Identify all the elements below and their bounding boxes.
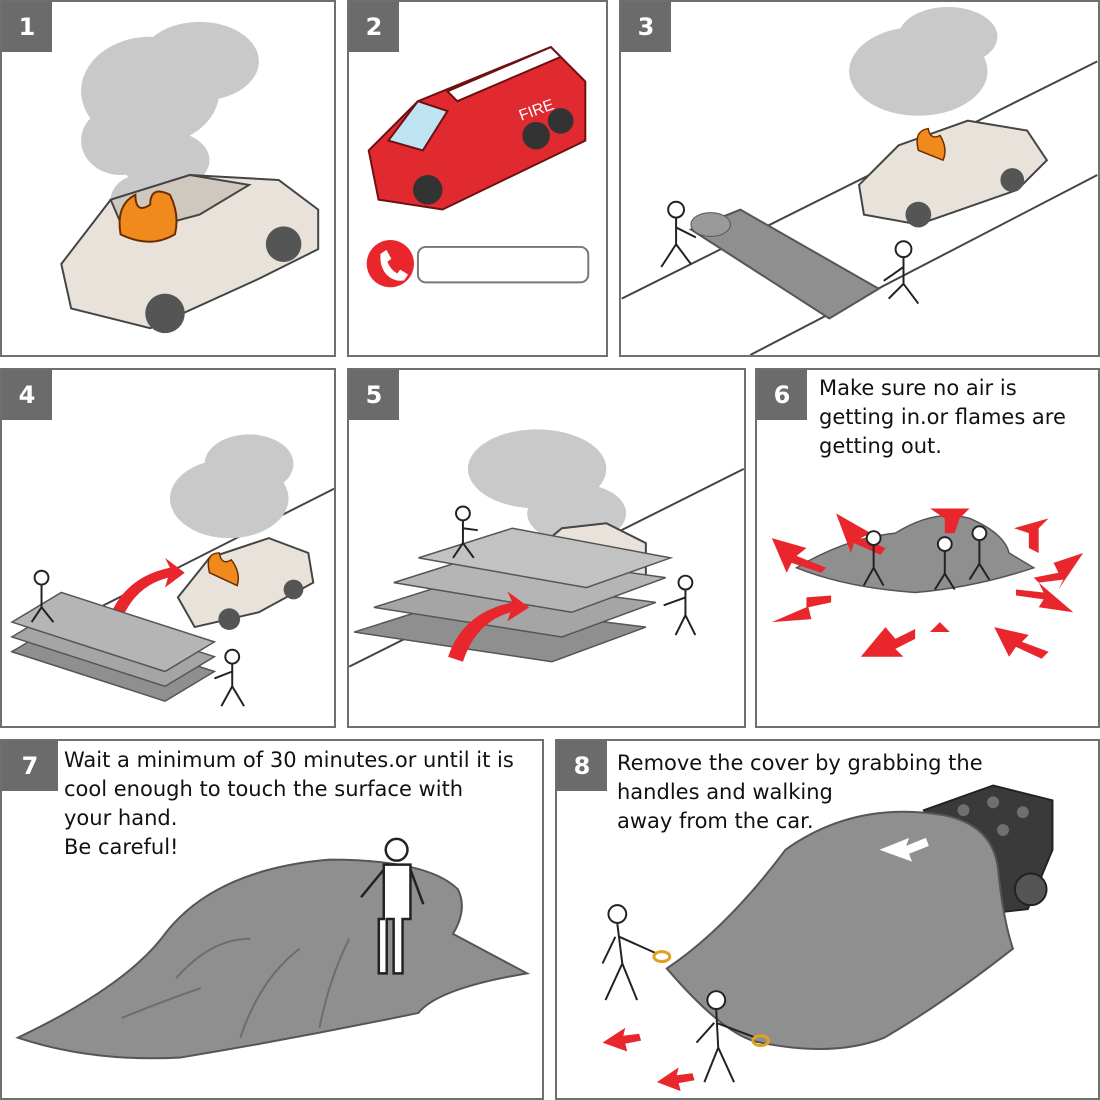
covered-car-blanket	[794, 514, 1036, 594]
roll-blanket-illustration	[621, 6, 1098, 355]
white-direction-arrow	[879, 837, 929, 862]
flame-icon	[916, 127, 946, 162]
red-arrow	[448, 591, 530, 662]
step-number-badge: 4	[2, 370, 52, 420]
person-figure	[660, 200, 697, 268]
red-arrow	[105, 557, 185, 630]
handle-loop	[652, 950, 672, 964]
handle-loop	[751, 1034, 771, 1048]
step-caption: Remove the cover by grabbing the handles…	[617, 751, 983, 833]
flame-icon	[118, 190, 178, 243]
car	[176, 537, 315, 631]
person-figure	[360, 837, 425, 975]
step-panel-7: 7 Wait a minimum of 30 minutes.or until …	[0, 739, 544, 1100]
person-figure	[968, 525, 991, 581]
step-number-badge: 6	[757, 370, 807, 420]
fire-truck	[367, 45, 587, 211]
step-panel-5: 5	[347, 368, 746, 728]
phone-call-icon	[366, 240, 414, 288]
step-number-badge: 1	[2, 2, 52, 52]
car	[60, 174, 320, 334]
burning-car-illustration	[60, 21, 320, 334]
covered-car-blanket	[665, 810, 1015, 1050]
step-panel-1: 1	[0, 0, 336, 357]
cover-car-illustration	[349, 429, 744, 668]
folded-blanket	[10, 591, 217, 702]
step-panel-6: 6 Make sure no air is getting in.or flam…	[755, 368, 1100, 728]
step-panel-2: 2 FIRE	[347, 0, 608, 357]
step-panel-8: 8 Remove the cover by grabbing the handl…	[555, 739, 1100, 1100]
covered-car-blanket	[15, 858, 531, 1060]
person-figure	[862, 530, 885, 587]
person-figure	[30, 569, 55, 623]
step-number-badge: 8	[557, 741, 607, 791]
seal-blanket-illustration	[771, 508, 1084, 659]
person-figure	[883, 240, 920, 305]
step-panel-3: 3	[619, 0, 1100, 357]
smoke-cloud	[81, 21, 259, 225]
person-figure	[663, 574, 697, 636]
person-figure	[214, 648, 245, 707]
smoke-cloud	[849, 6, 998, 116]
flame-icon	[207, 552, 240, 587]
wait-under-cover-illustration	[15, 837, 531, 1060]
step-number-badge: 2	[349, 2, 399, 52]
person-figure	[934, 536, 956, 591]
car	[857, 119, 1049, 228]
step-caption: Make sure no air is getting in.or flames…	[819, 376, 1066, 458]
step-number-badge: 7	[2, 741, 58, 791]
person-figure	[695, 990, 757, 1083]
person-figure	[601, 904, 658, 1001]
person-figure	[452, 505, 478, 559]
step-caption: Wait a minimum of 30 minutes.or until it…	[64, 748, 514, 859]
red-arrow	[656, 1067, 695, 1092]
step-panel-4: 4	[0, 368, 336, 728]
step-number-badge: 3	[621, 2, 671, 52]
phone-number-field	[416, 245, 590, 284]
smoke-cloud	[169, 434, 294, 539]
red-arrow	[602, 1027, 642, 1052]
remove-cover-illustration	[601, 784, 1054, 1092]
step-number-badge: 5	[349, 370, 399, 420]
unfold-blanket-illustration	[10, 434, 334, 707]
fire-truck-illustration: FIRE	[366, 45, 590, 288]
layered-blanket	[353, 527, 674, 663]
